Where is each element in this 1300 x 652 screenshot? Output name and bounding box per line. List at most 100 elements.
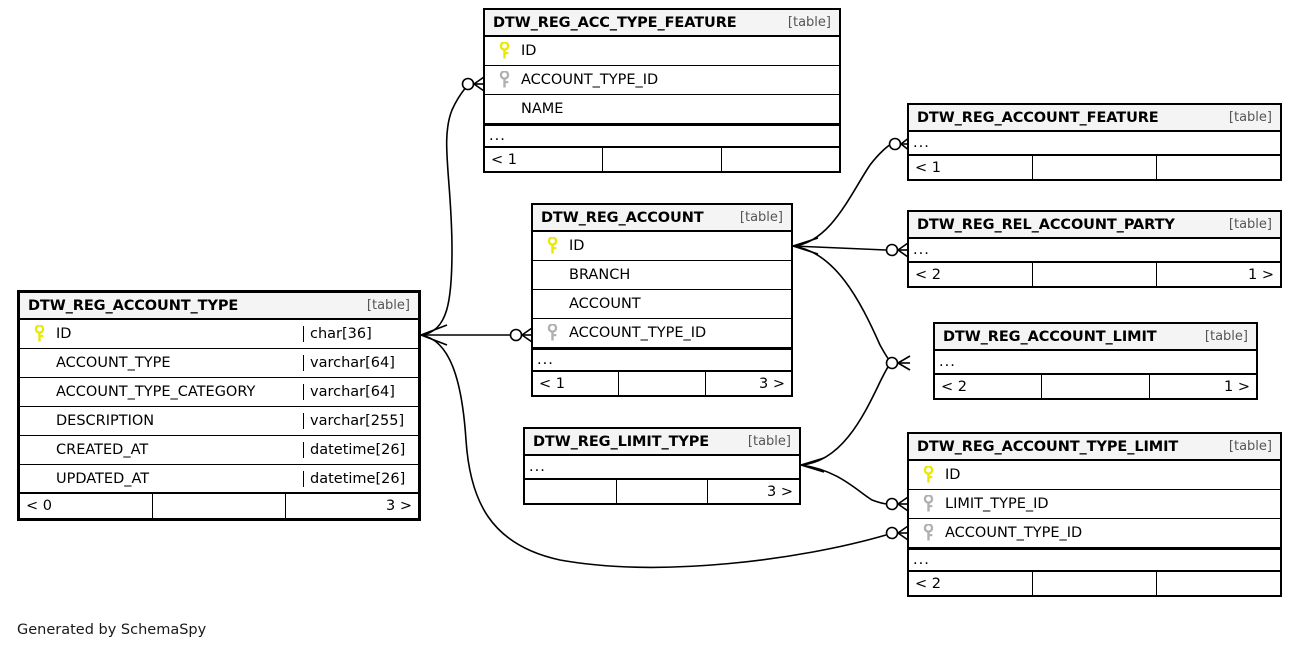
table-row[interactable]: ACCOUNT: [533, 290, 791, 319]
table-title: DTW_REG_REL_ACCOUNT_PARTY: [917, 216, 1175, 233]
table-row[interactable]: ACCOUNT_TYPE_ID: [485, 66, 839, 95]
table-type-tag: [table]: [1228, 110, 1272, 125]
table-row[interactable]: ACCOUNT_TYPE_ID: [909, 519, 1280, 548]
table-footer: < 2 1 >: [909, 262, 1280, 286]
foreign-key-icon: [491, 71, 517, 89]
table-type-tag: [table]: [1204, 329, 1248, 344]
table-header: DTW_REG_REL_ACCOUNT_PARTY [table]: [909, 212, 1280, 239]
column-name: ACCOUNT_TYPE_CATEGORY: [56, 384, 256, 400]
footer-parent-count: < 1: [533, 372, 620, 395]
column-cell: ID: [909, 466, 1280, 484]
table-type-tag: [table]: [787, 15, 831, 30]
table-dtw-reg-account[interactable]: DTW_REG_ACCOUNT [table] ID BRANCH ACCOUN…: [531, 203, 793, 397]
more-columns-indicator: ...: [485, 124, 839, 147]
table-row[interactable]: ACCOUNT_TYPE_CATEGORY varchar[64]: [20, 378, 418, 407]
more-columns-indicator: ...: [533, 348, 791, 371]
footer-parent-count: [525, 480, 617, 503]
column-type: datetime[26]: [303, 442, 418, 458]
column-name: ID: [945, 467, 961, 483]
column-cell: ACCOUNT_TYPE_ID: [909, 524, 1280, 542]
footer-parent-count: < 2: [909, 572, 1033, 595]
footer-child-count: 3 >: [386, 498, 412, 514]
table-footer: < 2 1 >: [935, 374, 1256, 398]
column-name: ID: [521, 43, 537, 59]
table-row[interactable]: ACCOUNT_TYPE varchar[64]: [20, 349, 418, 378]
table-row[interactable]: ACCOUNT_TYPE_ID: [533, 319, 791, 348]
table-dtw-reg-acc-type-feature[interactable]: DTW_REG_ACC_TYPE_FEATURE [table] ID ACCO…: [483, 8, 841, 173]
column-name: ID: [569, 238, 585, 254]
footer-child-count: 3 >: [759, 375, 785, 392]
table-dtw-reg-account-limit[interactable]: DTW_REG_ACCOUNT_LIMIT [table] ... < 2 1 …: [933, 322, 1258, 400]
footer-middle: [619, 372, 706, 395]
footer-child-count: [1157, 572, 1280, 595]
table-row[interactable]: LIMIT_TYPE_ID: [909, 490, 1280, 519]
footer-middle: [1033, 572, 1157, 595]
column-cell: ACCOUNT_TYPE_CATEGORY: [20, 384, 303, 400]
table-footer: < 1 3 >: [533, 371, 791, 395]
primary-key-icon: [491, 42, 517, 60]
table-type-tag: [table]: [366, 298, 410, 313]
column-type: char[36]: [303, 326, 418, 342]
table-footer: 3 >: [525, 479, 799, 503]
column-name: CREATED_AT: [56, 442, 149, 458]
table-row[interactable]: ID char[36]: [20, 320, 418, 349]
column-cell: ID: [485, 42, 839, 60]
foreign-key-icon: [915, 495, 941, 513]
foreign-key-icon: [915, 524, 941, 542]
more-columns-indicator: ...: [935, 351, 1256, 374]
table-dtw-reg-account-feature[interactable]: DTW_REG_ACCOUNT_FEATURE [table] ... < 1: [907, 103, 1282, 181]
table-row[interactable]: CREATED_AT datetime[26]: [20, 436, 418, 465]
table-dtw-reg-limit-type[interactable]: DTW_REG_LIMIT_TYPE [table] ... 3 >: [523, 427, 801, 505]
column-cell: ACCOUNT: [533, 296, 791, 312]
table-dtw-reg-account-type-limit[interactable]: DTW_REG_ACCOUNT_TYPE_LIMIT [table] ID LI…: [907, 432, 1282, 597]
more-columns-indicator: ...: [909, 548, 1280, 571]
footer-middle: [153, 494, 286, 518]
table-row[interactable]: ID: [485, 37, 839, 66]
footer-parent-count: < 2: [909, 263, 1033, 286]
column-name: ACCOUNT_TYPE_ID: [521, 72, 659, 88]
table-type-tag: [table]: [1228, 217, 1272, 232]
table-row[interactable]: ID: [909, 461, 1280, 490]
more-columns-indicator: ...: [909, 239, 1280, 262]
column-name: ACCOUNT_TYPE: [56, 355, 171, 371]
primary-key-icon: [539, 237, 565, 255]
table-header: DTW_REG_ACCOUNT_TYPE [table]: [20, 293, 418, 320]
column-name: BRANCH: [569, 267, 631, 283]
column-cell: ACCOUNT_TYPE_ID: [485, 71, 839, 89]
column-name: ID: [56, 326, 72, 342]
table-footer: < 0 3 >: [20, 494, 418, 518]
table-title: DTW_REG_ACCOUNT_LIMIT: [943, 328, 1157, 345]
table-title: DTW_REG_ACC_TYPE_FEATURE: [493, 14, 737, 31]
primary-key-icon: [26, 325, 52, 343]
footer-middle: [1042, 375, 1150, 398]
column-cell: CREATED_AT: [20, 442, 303, 458]
footer-middle: [617, 480, 709, 503]
column-cell: ACCOUNT_TYPE_ID: [533, 324, 791, 342]
table-title: DTW_REG_LIMIT_TYPE: [533, 433, 710, 450]
table-row[interactable]: UPDATED_AT datetime[26]: [20, 465, 418, 494]
column-type: varchar[64]: [303, 384, 418, 400]
more-columns-indicator: ...: [525, 456, 799, 479]
table-header: DTW_REG_ACCOUNT_FEATURE [table]: [909, 105, 1280, 132]
table-row[interactable]: BRANCH: [533, 261, 791, 290]
column-cell: ACCOUNT_TYPE: [20, 355, 303, 371]
table-row[interactable]: NAME: [485, 95, 839, 124]
column-cell: ID: [20, 325, 303, 343]
column-type: varchar[64]: [303, 355, 418, 371]
table-row[interactable]: DESCRIPTION varchar[255]: [20, 407, 418, 436]
table-header: DTW_REG_ACCOUNT [table]: [533, 205, 791, 232]
column-name: NAME: [521, 101, 564, 117]
column-cell: ID: [533, 237, 791, 255]
column-cell: NAME: [485, 101, 839, 117]
column-type: datetime[26]: [303, 470, 418, 487]
primary-key-icon: [915, 466, 941, 484]
table-title: DTW_REG_ACCOUNT: [541, 209, 704, 226]
table-dtw-reg-rel-account-party[interactable]: DTW_REG_REL_ACCOUNT_PARTY [table] ... < …: [907, 210, 1282, 288]
table-header: DTW_REG_ACCOUNT_LIMIT [table]: [935, 324, 1256, 351]
table-title: DTW_REG_ACCOUNT_TYPE_LIMIT: [917, 438, 1179, 455]
table-header: DTW_REG_ACC_TYPE_FEATURE [table]: [485, 10, 839, 37]
table-dtw-reg-account-type[interactable]: DTW_REG_ACCOUNT_TYPE [table] ID char[36]…: [17, 290, 421, 521]
column-cell: BRANCH: [533, 267, 791, 283]
column-cell: UPDATED_AT: [20, 471, 303, 487]
table-row[interactable]: ID: [533, 232, 791, 261]
